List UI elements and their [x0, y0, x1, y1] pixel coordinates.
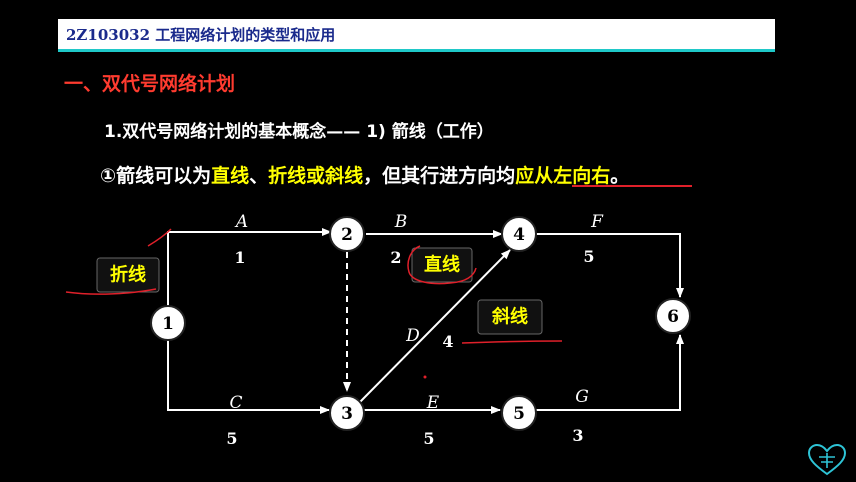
node-6-label: 6	[667, 307, 679, 327]
callout-fold-underline	[65, 288, 157, 295]
term-oblique: 斜线	[325, 165, 364, 187]
node-3-circle	[329, 395, 365, 431]
node-1-circle	[150, 305, 186, 341]
callout-straight-box	[411, 247, 473, 283]
activity-g-duration: 3	[572, 426, 583, 445]
arrow-a	[167, 228, 332, 306]
callout-oblique-underline	[461, 340, 563, 344]
node-2-circle	[329, 216, 365, 252]
activity-f-duration: 5	[583, 247, 594, 266]
heart-logo-icon	[807, 443, 847, 476]
section-subheading: 1.双代号网络计划的基本概念—— 1) 箭线（工作）	[104, 122, 494, 142]
activity-f-name: F	[590, 212, 604, 232]
term-straight: 直线	[211, 165, 250, 187]
node-5-circle	[501, 395, 537, 431]
header-rule	[58, 49, 775, 52]
arrow-g	[536, 334, 684, 411]
arrow-f	[536, 233, 684, 298]
activity-c-duration: 5	[226, 429, 237, 448]
node-2-label: 2	[341, 225, 353, 245]
activity-c-name: C	[229, 393, 242, 413]
activity-d-duration: 4	[442, 332, 453, 351]
callout-fold-text: 折线	[110, 264, 146, 286]
activity-a-duration: 1	[234, 248, 245, 267]
section-heading: 一、双代号网络计划	[64, 73, 236, 95]
statement-middle: ，但其行进方向均	[363, 165, 516, 187]
direction-phrase: 应从左向右	[515, 165, 611, 187]
callout-fold-box	[96, 257, 160, 293]
activity-g-name: G	[575, 387, 589, 407]
activity-b-name: B	[394, 212, 408, 232]
statement-end: 。	[610, 165, 630, 187]
callout-straight-text: 直线	[424, 254, 460, 276]
node-5-label: 5	[513, 404, 525, 424]
callout-oblique-box	[477, 299, 543, 335]
activity-a-name: A	[234, 212, 248, 232]
header-title: 2Z103032 工程网络计划的类型和应用	[66, 26, 336, 44]
node-3-label: 3	[341, 404, 353, 424]
activity-d-name: D	[405, 326, 420, 346]
arrow-c	[167, 340, 330, 414]
node-6-circle	[655, 298, 691, 334]
node-4-label: 4	[513, 225, 525, 245]
term-fold: 折线	[268, 165, 307, 187]
activity-e-name: E	[426, 393, 440, 413]
node-4-circle	[501, 216, 537, 252]
node-1-label: 1	[162, 314, 174, 334]
activity-e-duration: 5	[423, 429, 434, 448]
annotation-dot	[423, 375, 427, 379]
callout-oblique-text: 斜线	[491, 306, 528, 328]
activity-b-duration: 2	[390, 248, 401, 267]
arrow-d	[357, 249, 511, 405]
statement: ①箭线可以为直线、折线或斜线，但其行进方向均应从左向右。	[100, 161, 629, 188]
statement-sep1: 、	[249, 165, 269, 187]
statement-sep2: 或	[306, 165, 326, 187]
callout-fold-pointer	[147, 228, 172, 247]
callout-straight-circle	[407, 245, 477, 285]
statement-prefix: ①箭线可以为	[100, 165, 212, 187]
header-bar: 2Z103032 工程网络计划的类型和应用	[58, 19, 775, 49]
